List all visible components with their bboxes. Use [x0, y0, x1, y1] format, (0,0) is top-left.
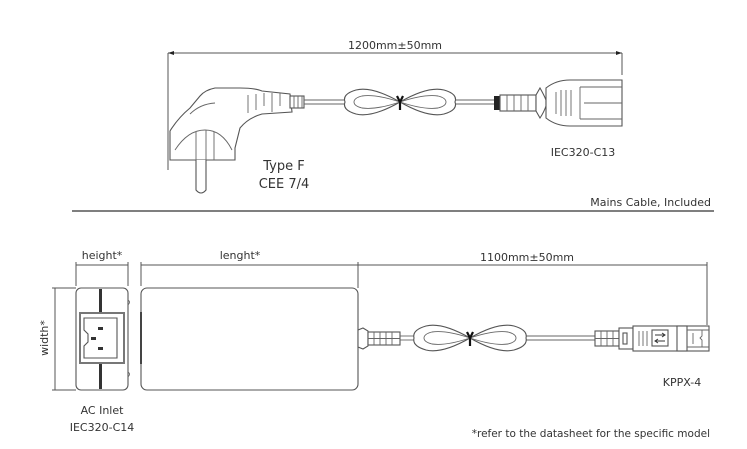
output-cable-wire [400, 335, 595, 341]
schuko-plug-icon [169, 87, 305, 194]
height-dimension: height* [75, 249, 129, 286]
ac-inlet-label: AC Inlet [81, 404, 125, 417]
output-cable-length-label: 1100mm±50mm [480, 251, 574, 264]
iec-c14-inlet-icon [83, 317, 118, 359]
length-label: lenght* [220, 249, 261, 262]
datasheet-footnote: *refer to the datasheet for the specific… [472, 428, 710, 440]
kppx4-connector-icon [594, 325, 710, 352]
adapter-side-view [75, 287, 130, 391]
width-label: width* [38, 320, 51, 356]
mains-cable-wire [304, 99, 494, 105]
height-label: height* [82, 249, 123, 262]
kppx4-connector-label: KPPX-4 [663, 376, 701, 389]
output-cable-tie-icon [413, 324, 527, 352]
mains-cable-drawing: 1200mm±50mm Type F CEE 7/4 [167, 39, 711, 209]
adapter-drawing: height* lenght* 1100mm±50mm width* [38, 249, 710, 434]
plug-standard-label: CEE 7/4 [259, 177, 310, 192]
iec-c13-connector-icon [494, 79, 623, 127]
width-dimension: width* [38, 287, 76, 391]
length-dimension: lenght* [140, 249, 359, 288]
c13-connector-label: IEC320-C13 [551, 146, 616, 159]
ac-inlet-standard-label: IEC320-C14 [70, 421, 135, 434]
plug-type-label: Type F [262, 159, 304, 174]
adapter-top-view [140, 287, 401, 391]
mains-cable-dimension: 1200mm±50mm [167, 39, 623, 170]
output-cable-dimension: 1100mm±50mm [358, 251, 708, 325]
mains-cable-length-label: 1200mm±50mm [348, 39, 442, 52]
cable-tie-icon [343, 88, 457, 116]
mains-cable-caption: Mains Cable, Included [590, 196, 711, 209]
